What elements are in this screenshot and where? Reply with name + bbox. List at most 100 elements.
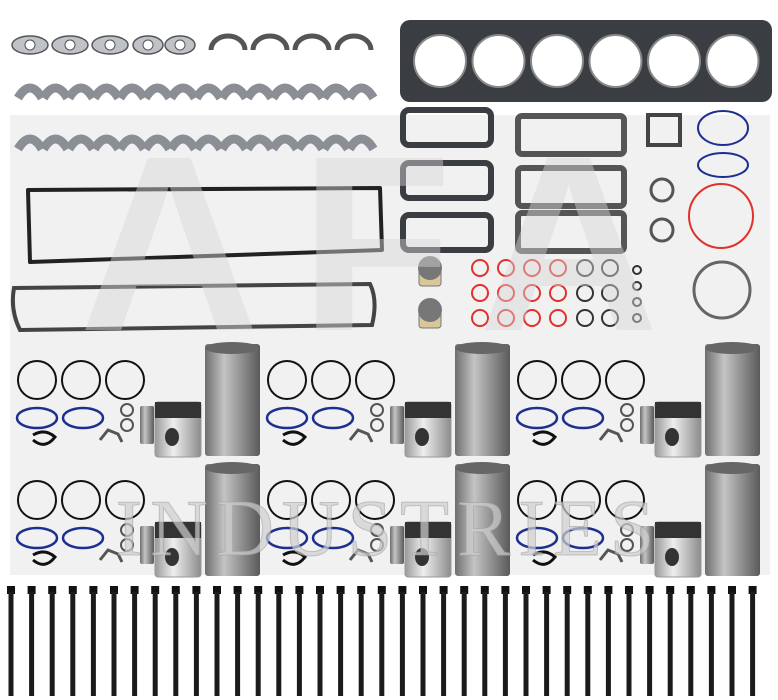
snap-ring: [370, 538, 384, 552]
head-bolt: [379, 592, 385, 696]
bearing-shell: [141, 83, 174, 101]
liner-top: [705, 462, 759, 474]
exhaust-manifold-gasket: [400, 160, 494, 201]
piston-ring: [605, 360, 645, 400]
cylinder-liner: [705, 464, 760, 576]
head-bolt: [667, 592, 673, 696]
bolt-head: [439, 586, 448, 594]
liner-o-ring: [15, 406, 59, 430]
head-bolt: [255, 592, 261, 696]
head-bolt: [49, 592, 55, 696]
piston-ring: [355, 480, 395, 520]
piston-ring: [311, 480, 351, 520]
thrust-washer: [250, 33, 290, 51]
bearing-shell: [167, 83, 199, 101]
piston-pin: [640, 406, 654, 444]
o-ring-black: [576, 309, 594, 327]
head-bolt: [214, 592, 220, 696]
gasket-hole: [142, 39, 154, 51]
piston-ring-grooves: [655, 402, 701, 418]
cylinder-bore: [471, 34, 526, 88]
head-gasket: [400, 20, 772, 102]
piston-ring: [561, 480, 601, 520]
piston-pin-bore: [665, 548, 679, 566]
bolt-head: [151, 586, 160, 594]
thermostats: [418, 256, 442, 329]
bolt-head: [748, 586, 757, 594]
piston-pin: [640, 526, 654, 564]
piston-pin-bore: [165, 428, 179, 446]
cylinder-liner: [705, 344, 760, 456]
small-o-ring: [632, 297, 642, 307]
thrust-washer: [208, 33, 248, 51]
head-bolt: [132, 592, 138, 696]
bolt-head: [542, 586, 551, 594]
bolt-head: [377, 586, 386, 594]
head-bolt: [317, 592, 323, 696]
gasket-hole: [174, 39, 186, 51]
o-ring-red: [523, 284, 541, 302]
piston-ring-grooves: [155, 522, 201, 538]
piston-pin-bore: [165, 548, 179, 566]
piston-ring: [61, 360, 101, 400]
bolt-head: [192, 586, 201, 594]
thermostat-flange: [418, 298, 442, 322]
bearing-shell: [294, 83, 327, 101]
snap-ring: [370, 523, 384, 537]
cylinder-kit: [515, 462, 760, 578]
piston-cooling-nozzle: [98, 548, 124, 563]
manifold-gaskets: [400, 107, 754, 320]
snap-ring: [370, 403, 384, 417]
o-ring-red: [471, 284, 489, 302]
liner-top: [455, 462, 509, 474]
o-ring-black: [601, 259, 619, 277]
piston-pin: [390, 406, 404, 444]
head-bolt: [90, 592, 96, 696]
piston-pin-bore: [415, 428, 429, 446]
o-ring-red: [471, 259, 489, 277]
cylinder-liner: [455, 464, 510, 576]
bearing-shell: [345, 134, 378, 152]
piston-ring: [561, 360, 601, 400]
bearing-shell: [269, 83, 301, 101]
turbo-gasket: [646, 113, 682, 147]
o-ring-red: [549, 284, 567, 302]
piston-ring: [61, 480, 101, 520]
crevice-seal: [32, 550, 58, 566]
bearing-shell: [269, 134, 301, 152]
gasket-hole: [24, 39, 36, 51]
watermark-band-background: [10, 115, 770, 575]
bolt-head: [171, 586, 180, 594]
head-bolt: [193, 592, 199, 696]
bearing-shell: [65, 134, 97, 152]
bearing-shell: [320, 83, 352, 101]
red-seal: [688, 183, 754, 249]
liner-top: [205, 342, 259, 354]
small-o-ring: [632, 281, 642, 291]
piston-ring: [311, 360, 351, 400]
snap-ring: [120, 538, 134, 552]
bolt-head: [522, 586, 530, 594]
bearing-shell: [14, 134, 46, 152]
head-bolt: [338, 592, 344, 696]
head-bolt: [29, 592, 35, 696]
o-ring-black: [601, 284, 619, 302]
head-bolt: [358, 592, 364, 696]
head-bolt: [420, 592, 426, 696]
bolt-head: [645, 586, 654, 594]
bolt-head: [68, 586, 77, 594]
cylinder-bore: [413, 34, 467, 88]
small-gasket-row: [11, 35, 196, 55]
cylinder-bore: [647, 34, 701, 88]
piston-cooling-nozzle: [348, 428, 374, 443]
liner-o-ring: [561, 406, 605, 430]
cylinder-bore: [588, 34, 643, 88]
cylinder-liner: [455, 344, 510, 456]
watermark-band: [10, 115, 770, 575]
head-bolt: [111, 592, 117, 696]
bearing-shell: [345, 83, 378, 101]
gasket-hole: [64, 39, 76, 51]
bolt-head: [480, 586, 489, 594]
intake-manifold-gasket: [515, 113, 627, 157]
